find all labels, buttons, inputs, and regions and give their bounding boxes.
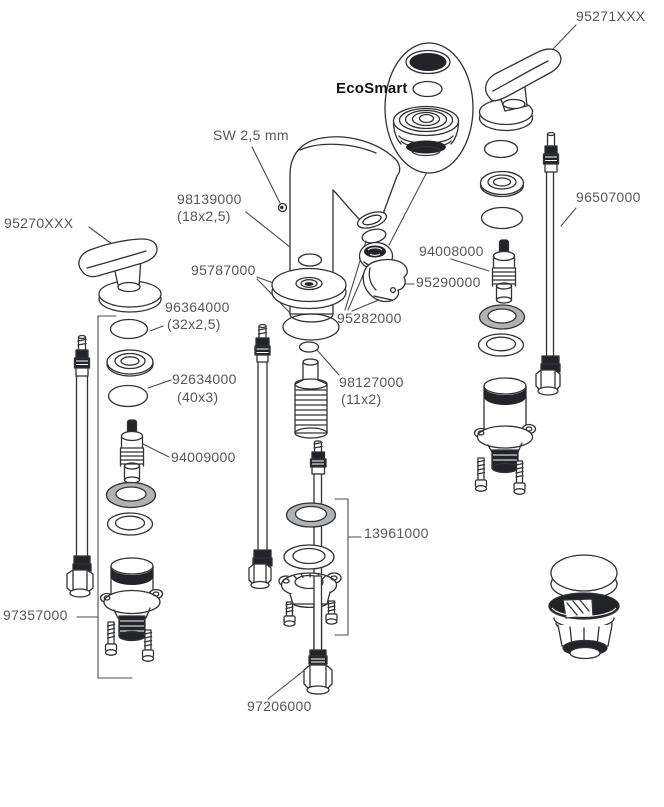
middle-hose bbox=[248, 323, 273, 590]
part-label-97206000: 97206000 bbox=[247, 698, 312, 714]
part-label-13961000: 13961000 bbox=[364, 525, 429, 541]
part-label-96507000: 96507000 bbox=[576, 189, 641, 205]
part-label-92634000: 92634000 bbox=[172, 371, 237, 387]
threaded-rod-lower bbox=[313, 575, 323, 653]
bearing-ring-right bbox=[479, 170, 525, 198]
part-label-95290000: 95290000 bbox=[416, 274, 481, 290]
screw-right-b bbox=[513, 460, 526, 495]
screw-mid-left bbox=[283, 601, 296, 627]
gray-washer-left bbox=[105, 481, 157, 509]
oring-96364 bbox=[109, 318, 149, 340]
part-size-96364000: (32x2,5) bbox=[167, 316, 221, 332]
escutcheon-washer-95787 bbox=[271, 267, 347, 310]
left-handle bbox=[78, 238, 162, 313]
gray-washer-right bbox=[478, 304, 526, 330]
part-label-98139000: 98139000 bbox=[177, 191, 242, 207]
outlet-elbow-95290 bbox=[362, 258, 408, 303]
screw-right-a bbox=[474, 457, 488, 492]
white-washer-right bbox=[477, 333, 525, 357]
oring-92634 bbox=[107, 384, 149, 408]
rod-nut-97206 bbox=[303, 649, 333, 695]
screw-mid-right bbox=[325, 600, 338, 625]
right-handle bbox=[478, 48, 562, 132]
ecosmart-label: EcoSmart bbox=[336, 80, 408, 97]
part-label-95787000: 95787000 bbox=[191, 262, 256, 278]
oring-98139 bbox=[297, 253, 323, 267]
part-label-94008000: 94008000 bbox=[419, 243, 484, 259]
aerator-detail bbox=[392, 105, 460, 157]
oring-right-small bbox=[483, 139, 519, 159]
part-size-92634000: (40x3) bbox=[177, 389, 219, 405]
oring-right-large bbox=[480, 206, 524, 230]
cartridge-94009 bbox=[119, 419, 145, 484]
bearing-ring-left bbox=[106, 349, 154, 377]
wave-washer-mid bbox=[283, 544, 335, 570]
part-label-95282000: 95282000 bbox=[337, 310, 402, 326]
screw-left-a bbox=[104, 621, 118, 656]
valve-body-left bbox=[99, 557, 164, 642]
part-label-97357000: 97357000 bbox=[3, 607, 68, 623]
right-hose-96507 bbox=[535, 131, 561, 396]
bracket-97357 bbox=[76, 315, 133, 679]
spout-shank bbox=[294, 358, 328, 439]
cartridge-94008 bbox=[491, 239, 517, 304]
part-label-96364000: 96364000 bbox=[165, 299, 230, 315]
indicator-ring bbox=[412, 80, 443, 98]
part-size-98127000: (11x2) bbox=[341, 391, 382, 407]
part-label-94009000: 94009000 bbox=[171, 449, 236, 465]
oring-98127 bbox=[298, 341, 320, 353]
part-label-95270xxx: 95270XXX bbox=[4, 215, 74, 231]
white-washer-left bbox=[106, 512, 154, 536]
part-size-98139000: (18x2,5) bbox=[177, 208, 231, 224]
valve-body-right bbox=[473, 377, 537, 474]
drain-valve bbox=[548, 554, 620, 660]
seal-dark-disc bbox=[405, 49, 451, 75]
bracket-13961 bbox=[334, 498, 362, 636]
part-label-95271xxx: 95271XXX bbox=[576, 8, 646, 24]
screw-left-b bbox=[141, 629, 155, 662]
sw-set-screw bbox=[277, 202, 288, 213]
oring-95787-large bbox=[282, 313, 340, 341]
ecosmart-balloon bbox=[384, 42, 474, 174]
gray-washer-mid bbox=[285, 502, 337, 528]
sw-size-label: SW 2,5 mm bbox=[213, 127, 289, 143]
left-hose bbox=[66, 334, 94, 598]
part-label-98127000: 98127000 bbox=[339, 374, 404, 390]
